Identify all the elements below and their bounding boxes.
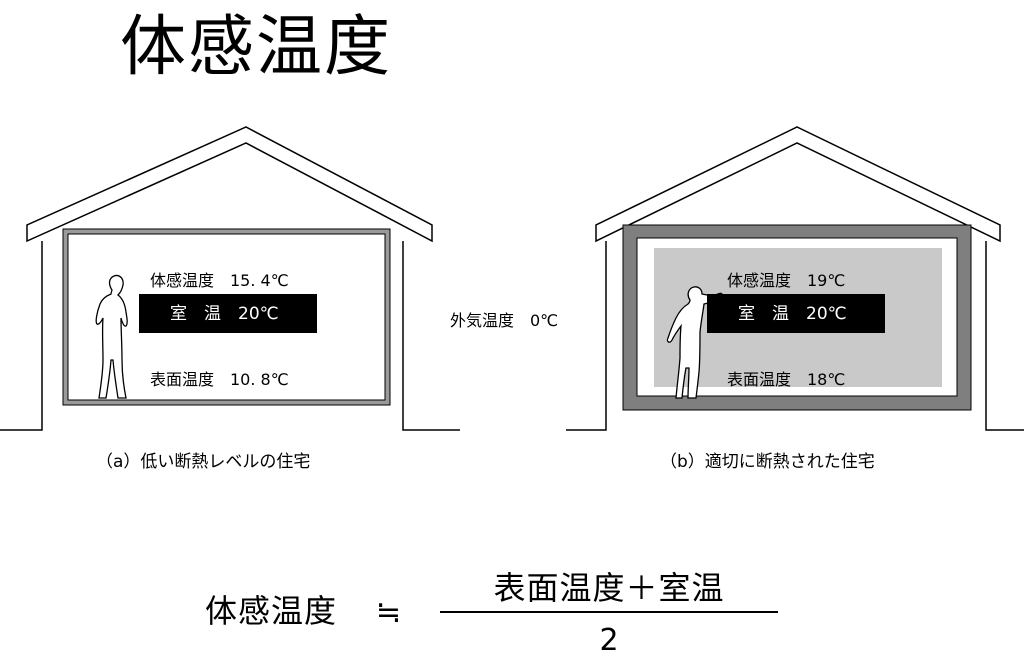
formula-lhs: 体感温度 — [205, 592, 338, 630]
house-a-felt-temp: 体感温度 15. 4℃ — [150, 271, 289, 290]
house-b-walls-right — [985, 241, 1024, 431]
person-comfortable-icon — [666, 286, 724, 399]
formula-denominator: 2 — [599, 623, 619, 658]
house-b-room-temp-box — [707, 294, 885, 333]
page-title: 体感温度 — [120, 8, 392, 85]
house-b: 体感温度 19℃ 室 温 20℃ 表面温度 18℃ — [566, 126, 1024, 431]
house-b-felt-temp: 体感温度 19℃ — [727, 271, 845, 290]
house-b-roof — [595, 126, 1001, 243]
house-b-walls — [566, 241, 607, 431]
house-a-room-temp-box — [139, 294, 317, 333]
house-a-walls — [0, 241, 43, 431]
formula-numerator: 表面温度＋室温 — [493, 569, 725, 607]
house-b-room-temp: 室 温 20℃ — [738, 304, 847, 324]
house-a-walls-right — [402, 241, 460, 431]
house-b-caption: （b）適切に断熱された住宅 — [660, 452, 875, 472]
outside-temp: 外気温度 0℃ — [450, 311, 558, 330]
person-cold-icon — [95, 274, 128, 399]
formula-approx-sign: ≒ — [376, 595, 402, 630]
house-a-caption: （a）低い断熱レベルの住宅 — [96, 452, 310, 472]
formula-fraction-bar — [440, 611, 778, 613]
house-a: 体感温度 15. 4℃ 室 温 20℃ 表面温度 10. 8℃ — [0, 126, 460, 431]
house-a-surface-temp: 表面温度 10. 8℃ — [150, 370, 289, 389]
house-a-roof — [26, 126, 433, 243]
house-b-surface-temp: 表面温度 18℃ — [727, 370, 845, 389]
house-a-room-temp: 室 温 20℃ — [170, 304, 279, 324]
